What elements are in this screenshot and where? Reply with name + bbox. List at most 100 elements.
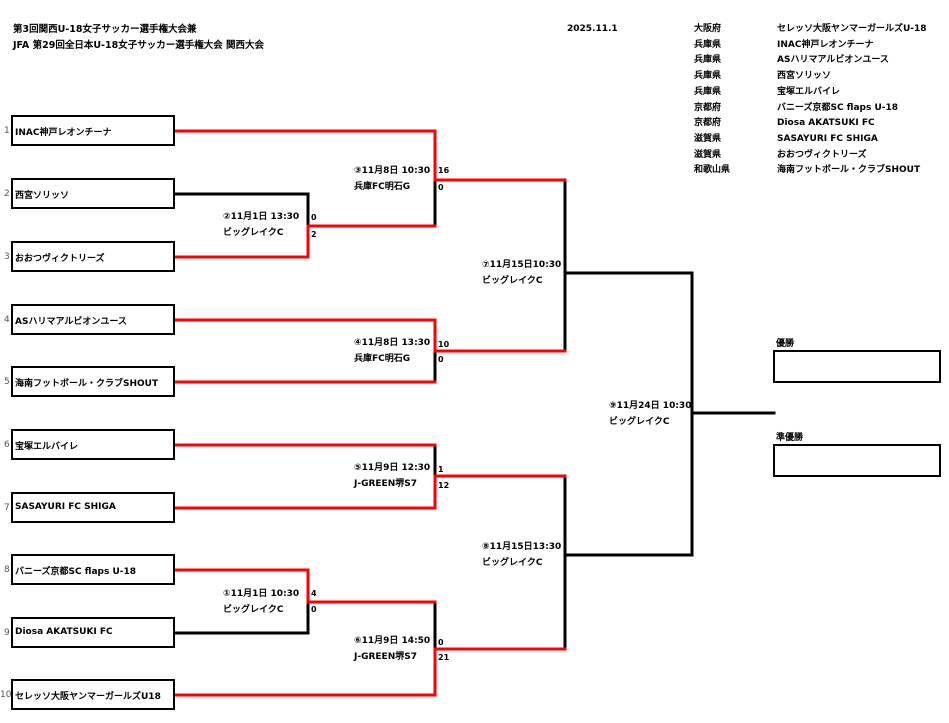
- participant-team: ASハリマアルビオンユース: [777, 55, 889, 65]
- seed-number: 2: [4, 189, 10, 199]
- participant-team: INAC神戸レオンチーナ: [777, 40, 874, 50]
- score: 2: [311, 230, 317, 239]
- match-8-info: ⑧11月15日13:30 ビッグレイクC: [482, 539, 561, 571]
- match-datetime: ⑦11月15日10:30: [482, 260, 562, 270]
- match-venue: 兵庫FC明石G: [354, 354, 411, 364]
- seed-number: 4: [4, 315, 10, 325]
- score: 0: [311, 605, 317, 614]
- participant-prefecture: 滋賀県: [694, 150, 722, 160]
- team-name: 西宮ソリッソ: [15, 191, 70, 201]
- team-box: ASハリマアルビオンユース: [11, 304, 175, 335]
- participant-prefecture: 和歌山県: [694, 165, 731, 175]
- participant-team: 海南フットボール・クラブSHOUT: [777, 165, 921, 175]
- participant-team: SASAYURI FC SHIGA: [777, 134, 878, 144]
- score: 0: [438, 355, 444, 364]
- seed-number: 10: [0, 690, 12, 700]
- match-datetime: ⑧11月15日13:30: [482, 542, 562, 552]
- line-team10: [174, 647, 567, 697]
- seed-number: 1: [4, 126, 10, 136]
- score: 0: [311, 213, 317, 222]
- team-box: 西宮ソリッソ: [11, 178, 175, 209]
- match-datetime: ⑥11月9日 14:50: [354, 636, 431, 646]
- score: 10: [438, 340, 450, 349]
- match-5-info: ⑤11月9日 12:30 J-GREEN堺S7: [354, 460, 430, 492]
- seed-number: 9: [4, 628, 10, 638]
- match-datetime: ①11月1日 10:30: [223, 589, 300, 599]
- match-6-info: ⑥11月9日 14:50 J-GREEN堺S7: [354, 633, 430, 665]
- runner-up-label: 準優勝: [776, 433, 804, 443]
- title-line-2: JFA 第29回全日本U-18女子サッカー選手権大会 関西大会: [13, 40, 264, 51]
- match-venue: ビッグレイクC: [482, 276, 543, 286]
- event-date: 2025.11.1: [567, 24, 618, 34]
- participant-prefecture: 大阪府: [694, 24, 722, 34]
- participant-team: Diosa AKATSUKI FC: [777, 118, 875, 128]
- team-name: 海南フットボール・クラブSHOUT: [15, 379, 159, 389]
- line-team9: [174, 600, 310, 635]
- match-venue: ビッグレイクC: [223, 605, 284, 615]
- participant-prefecture: 兵庫県: [694, 55, 722, 65]
- team-box: おおつヴィクトリーズ: [11, 241, 175, 272]
- match-datetime: ②11月1日 13:30: [223, 212, 300, 222]
- runner-up-box: [773, 444, 941, 477]
- participant-team: セレッソ大阪ヤンマーガールズU-18: [777, 24, 927, 34]
- seed-number: 5: [4, 377, 10, 387]
- match-venue: ビッグレイクC: [609, 417, 670, 427]
- team-box: セレッソ大阪ヤンマーガールズU18: [11, 679, 175, 710]
- score: 1: [438, 465, 444, 474]
- line-team2: [174, 192, 310, 228]
- match-9-info: ⑨11月24日 10:30 ビッグレイクC: [609, 398, 691, 430]
- match-venue: J-GREEN堺S7: [354, 479, 417, 489]
- score: 4: [311, 589, 317, 598]
- team-box: 海南フットボール・クラブSHOUT: [11, 366, 175, 397]
- participant-prefecture: 京都府: [694, 118, 722, 128]
- team-box: SASAYURI FC SHIGA: [11, 492, 175, 523]
- participant-prefecture: 京都府: [694, 103, 722, 113]
- winner-label: 優勝: [776, 339, 795, 349]
- team-name: SASAYURI FC SHIGA: [15, 502, 116, 512]
- score: 12: [438, 481, 450, 490]
- seed-number: 7: [4, 503, 10, 513]
- team-name: ASハリマアルビオンユース: [15, 317, 127, 327]
- match-datetime: ③11月8日 10:30: [354, 166, 431, 176]
- participant-prefecture: 兵庫県: [694, 71, 722, 81]
- match-venue: 兵庫FC明石G: [354, 182, 411, 192]
- seed-number: 3: [4, 252, 10, 262]
- score: 0: [438, 183, 444, 192]
- match-7-info: ⑦11月15日10:30 ビッグレイクC: [482, 257, 561, 289]
- team-name: 宝塚エルバイレ: [15, 442, 79, 452]
- line-team8: [174, 568, 437, 604]
- line-team1: [174, 129, 437, 182]
- participant-team: 西宮ソリッソ: [777, 71, 832, 81]
- participant-prefecture: 兵庫県: [694, 40, 722, 50]
- match-venue: J-GREEN堺S7: [354, 652, 417, 662]
- participant-prefecture: 兵庫県: [694, 87, 722, 97]
- line-team3: [174, 224, 437, 259]
- seed-number: 8: [4, 565, 10, 575]
- score: 21: [438, 653, 450, 662]
- line-team4: [174, 318, 567, 353]
- match-4-info: ④11月8日 13:30 兵庫FC明石G: [354, 335, 430, 367]
- match-datetime: ⑤11月9日 12:30: [354, 463, 431, 473]
- match-2-info: ②11月1日 13:30 ビッグレイクC: [223, 209, 299, 241]
- seed-number: 6: [4, 440, 10, 450]
- winner-box: [773, 350, 941, 383]
- participant-team: 宝塚エルバイレ: [777, 87, 841, 97]
- participant-team: バニーズ京都SC flaps U-18: [777, 103, 899, 113]
- score: 0: [438, 638, 444, 647]
- match-1-info: ①11月1日 10:30 ビッグレイクC: [223, 586, 299, 618]
- line-team7: [174, 474, 567, 510]
- participant-prefecture: 滋賀県: [694, 134, 722, 144]
- team-box: バニーズ京都SC flaps U-18: [11, 554, 175, 585]
- match-datetime: ⑨11月24日 10:30: [609, 401, 692, 411]
- team-name: バニーズ京都SC flaps U-18: [15, 567, 137, 577]
- team-box: 宝塚エルバイレ: [11, 429, 175, 460]
- team-name: Diosa AKATSUKI FC: [15, 627, 113, 637]
- team-name: おおつヴィクトリーズ: [15, 254, 105, 264]
- team-box: Diosa AKATSUKI FC: [11, 617, 175, 648]
- title-line-1: 第3回関西U-18女子サッカー選手権大会兼: [13, 24, 197, 35]
- match-venue: ビッグレイクC: [482, 558, 543, 568]
- participant-team: おおつヴィクトリーズ: [777, 150, 867, 160]
- match-3-info: ③11月8日 10:30 兵庫FC明石G: [354, 163, 430, 195]
- team-name: INAC神戸レオンチーナ: [15, 128, 112, 138]
